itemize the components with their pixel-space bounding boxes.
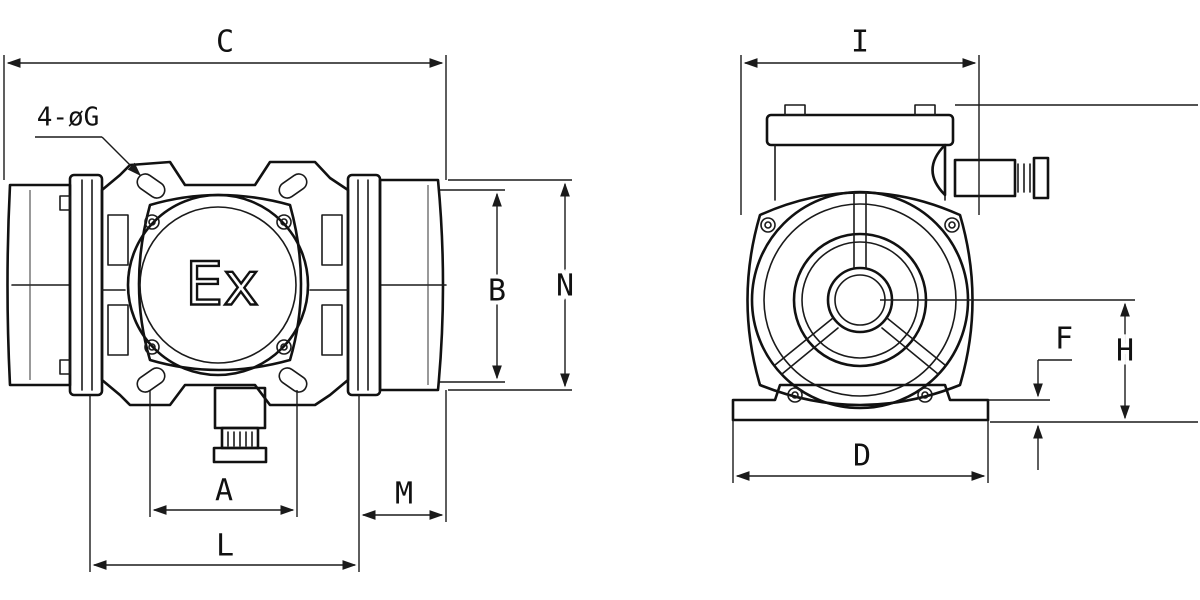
dim-c: C — [3, 25, 447, 180]
label-c: C — [216, 25, 234, 60]
front-view: Ex C 4-øG B — [3, 25, 578, 572]
label-i: I — [851, 25, 869, 60]
label-n: N — [556, 269, 574, 304]
cable-gland — [212, 386, 268, 464]
motor-body — [100, 160, 350, 407]
mounting-slots — [136, 173, 308, 393]
dim-a: A — [149, 390, 298, 517]
dim-d: D — [732, 420, 989, 483]
label-m: M — [395, 477, 413, 512]
right-end-cover — [378, 178, 447, 392]
dim-f: F — [988, 322, 1073, 470]
dim-m: M — [361, 390, 447, 522]
right-flange — [346, 173, 382, 397]
terminal-box: Ex — [126, 193, 310, 377]
label-a: A — [215, 474, 233, 509]
dim-b: B — [440, 189, 510, 383]
dim-4-og: 4-øG — [35, 103, 141, 176]
label-d: D — [853, 439, 871, 474]
left-end-cover — [6, 183, 72, 387]
label-b: B — [488, 274, 506, 309]
side-terminal-box — [765, 104, 955, 201]
dim-l: L — [89, 395, 360, 572]
label-l: L — [216, 529, 234, 564]
dim-n: N — [448, 179, 578, 391]
side-view: I D H F — [731, 25, 1198, 483]
dim-h: H — [880, 299, 1198, 423]
label-4-og: 4-øG — [37, 103, 100, 133]
label-h: H — [1116, 334, 1134, 369]
side-foot-base — [731, 383, 990, 422]
ex-marking: Ex — [185, 250, 258, 320]
label-f: F — [1055, 322, 1073, 357]
dim-i: I — [740, 25, 980, 215]
side-cable-gland — [931, 143, 1050, 200]
